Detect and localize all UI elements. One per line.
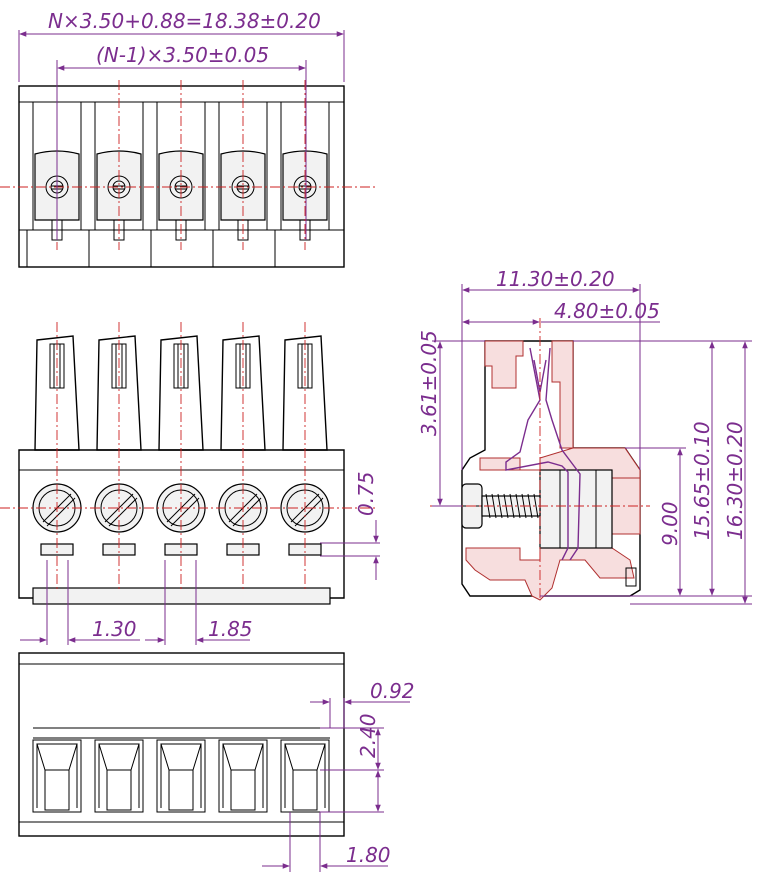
bottom-wire-opening — [230, 769, 256, 811]
top-view — [0, 80, 378, 268]
bottom-view-housing — [18, 652, 345, 837]
top-pole — [150, 80, 206, 267]
dim-900: 9.00 — [658, 501, 682, 546]
bottom-pole — [94, 739, 144, 813]
side-contact-spring — [505, 347, 569, 561]
bottom-pole — [218, 739, 268, 813]
front-view — [0, 322, 378, 605]
top-view-poles — [26, 80, 330, 267]
dim-361: 3.61±0.05 — [417, 330, 441, 436]
top-pole — [88, 80, 144, 267]
front-view-rail — [32, 587, 331, 605]
dim-1630: 16.30±0.20 — [723, 421, 747, 540]
top-view-housing — [18, 85, 345, 268]
bottom-wire-opening — [106, 769, 132, 811]
dim-075: 0.75 — [354, 471, 378, 516]
bottom-wire-opening — [292, 769, 318, 811]
front-dimensions: 0.75 1.30 1.85 — [20, 471, 380, 645]
top-pole — [26, 80, 82, 267]
bottom-pole — [280, 739, 330, 813]
front-pole — [156, 322, 206, 590]
bottom-wire-opening — [44, 769, 70, 811]
dim-total-width: N×3.50+0.88=18.38±0.20 — [48, 9, 321, 33]
front-pole — [280, 322, 330, 590]
dim-240: 2.40 — [356, 713, 380, 758]
bottom-wire-opening — [168, 769, 194, 811]
front-pole — [94, 322, 144, 590]
bottom-view — [18, 652, 345, 837]
top-dimensions: N×3.50+0.88=18.38±0.20 (N-1)×3.50±0.05 — [18, 9, 345, 240]
top-pole — [212, 80, 268, 267]
front-pole — [218, 322, 268, 590]
dim-092: 0.92 — [370, 679, 415, 703]
bottom-dimensions: 0.92 2.40 1.80 — [262, 679, 415, 872]
dim-side-width: 11.30±0.20 — [496, 267, 615, 291]
bottom-pole — [32, 739, 82, 813]
side-dimensions: 11.30±0.20 4.80±0.05 3.61±0.05 9.00 15.6… — [417, 267, 752, 605]
side-section-view — [430, 318, 650, 601]
front-pole — [32, 322, 82, 590]
dim-480: 4.80±0.05 — [554, 299, 660, 323]
dim-pitch: (N-1)×3.50±0.05 — [96, 43, 269, 67]
dim-185: 1.85 — [208, 617, 253, 641]
bottom-pole — [156, 739, 206, 813]
bottom-view-poles — [32, 739, 330, 813]
top-pole — [274, 80, 330, 267]
dim-130: 1.30 — [92, 617, 137, 641]
dim-180: 1.80 — [346, 843, 391, 867]
side-clamp-body — [539, 469, 613, 549]
front-view-poles — [32, 322, 330, 590]
dim-1565: 15.65±0.10 — [690, 421, 714, 540]
